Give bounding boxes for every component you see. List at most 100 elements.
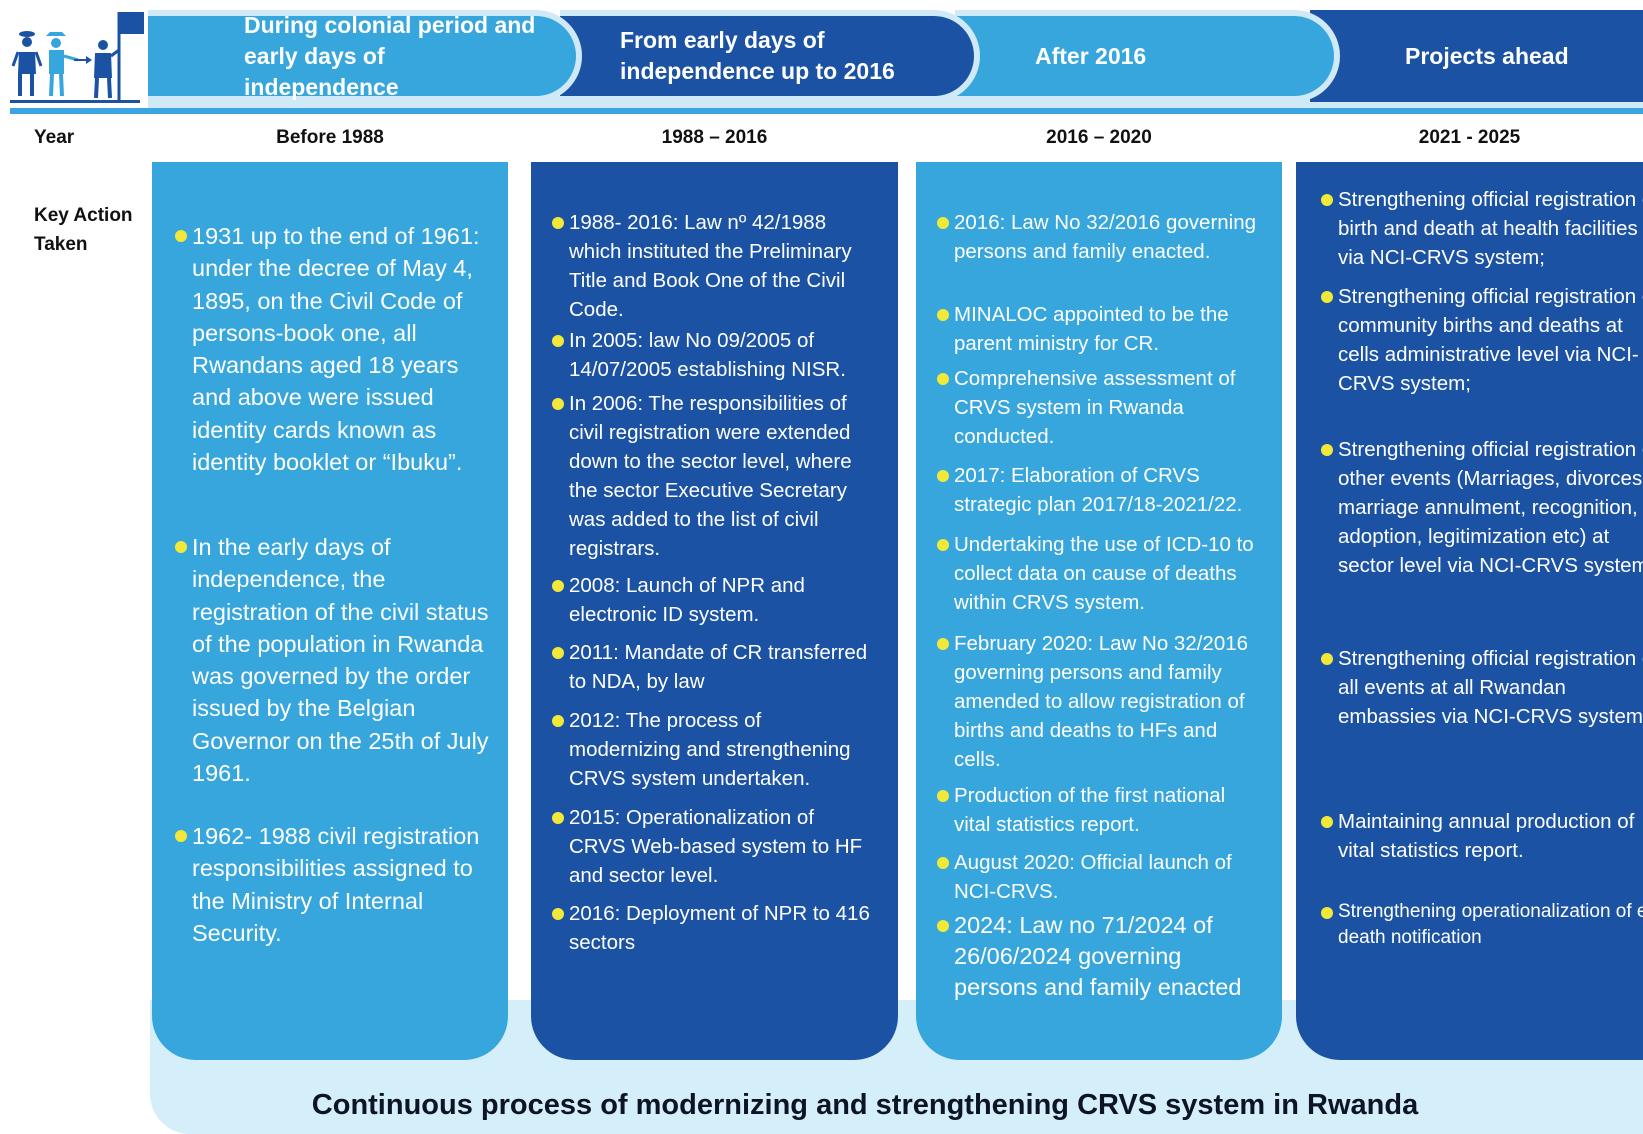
year-bar bbox=[531, 162, 898, 171]
list-item: 2012: The process of modernizing and str… bbox=[535, 706, 875, 793]
year-bar bbox=[152, 162, 508, 171]
bullet-icon bbox=[552, 335, 564, 347]
bullet-icon bbox=[1321, 816, 1333, 828]
bullet-icon bbox=[552, 580, 564, 592]
bullet-icon bbox=[937, 470, 949, 482]
phase-after-2016: After 2016 bbox=[955, 10, 1340, 102]
bullet-icon bbox=[937, 920, 949, 932]
phase-independence: From early days of independence up to 20… bbox=[560, 10, 980, 102]
item-text: In 2005: law No 09/2005 of 14/07/2005 es… bbox=[569, 329, 846, 381]
bullet-icon bbox=[937, 790, 949, 802]
list-item: Comprehensive assessment of CRVS system … bbox=[920, 364, 1260, 451]
bullet-icon bbox=[552, 217, 564, 229]
bullet-icon bbox=[1321, 291, 1333, 303]
phase-label: After 2016 bbox=[1035, 42, 1147, 69]
item-text: 2016: Law No 32/2016 governing persons a… bbox=[954, 211, 1257, 263]
list-item: August 2020: Official launch of NCI-CRVS… bbox=[920, 848, 1260, 906]
item-text: 2008: Launch of NPR and electronic ID sy… bbox=[569, 574, 805, 626]
list-item: Strengthening official registration of a… bbox=[1304, 644, 1643, 731]
list-item: Production of the first national vital s… bbox=[920, 781, 1260, 839]
phase-colonial: During colonial period and early days of… bbox=[148, 10, 582, 102]
footer-caption: Continuous process of modernizing and st… bbox=[311, 1089, 1419, 1121]
bullet-icon bbox=[937, 857, 949, 869]
year-bar bbox=[1296, 162, 1643, 171]
baseline-divider bbox=[10, 108, 1643, 114]
item-text: 1962- 1988 civil registration responsibi… bbox=[192, 823, 480, 946]
item-text: Strengthening official registration of b… bbox=[1338, 188, 1643, 269]
year-row-label: Year bbox=[34, 127, 75, 148]
bullet-icon bbox=[552, 715, 564, 727]
item-text: Strengthening operationalization of e-de… bbox=[1338, 901, 1643, 948]
column-before-1988: 1931 up to the end of 1961: under the de… bbox=[152, 170, 508, 1060]
item-text: 1931 up to the end of 1961: under the de… bbox=[192, 223, 480, 476]
item-text: August 2020: Official launch of NCI-CRVS… bbox=[954, 851, 1232, 903]
list-item: Undertaking the use of ICD-10 to collect… bbox=[920, 530, 1260, 617]
item-text: 2024: Law no 71/2024 of 26/06/2024 gover… bbox=[954, 912, 1242, 1000]
people-with-flag-icon bbox=[8, 8, 150, 108]
bullet-icon bbox=[1321, 653, 1333, 665]
bullet-icon bbox=[937, 217, 949, 229]
year-bar bbox=[916, 162, 1282, 171]
bullet-icon bbox=[175, 541, 187, 553]
list-item: Maintaining annual production of vital s… bbox=[1304, 807, 1643, 865]
phase-projects-ahead: Projects ahead bbox=[1310, 10, 1643, 102]
item-text: 2011: Mandate of CR transferred to NDA, … bbox=[569, 641, 868, 693]
bullet-icon bbox=[1321, 907, 1333, 919]
list-item: 2011: Mandate of CR transferred to NDA, … bbox=[535, 638, 875, 696]
item-text: 2012: The process of modernizing and str… bbox=[569, 709, 851, 790]
item-text: In the early days of independence, the r… bbox=[192, 534, 489, 787]
phase-label: From early days of independence up to 20… bbox=[620, 27, 895, 84]
item-text: 2017: Elaboration of CRVS strategic plan… bbox=[954, 464, 1243, 516]
column-2016-2020: 2016: Law No 32/2016 governing persons a… bbox=[916, 170, 1282, 1060]
year-header: 2016 – 2020 bbox=[1046, 127, 1152, 148]
item-text: 2016: Deployment of NPR to 416 sectors bbox=[569, 902, 870, 954]
list-item: In 2006: The responsibilities of civil r… bbox=[535, 389, 875, 563]
item-text: Comprehensive assessment of CRVS system … bbox=[954, 367, 1236, 448]
year-header: 2021 - 2025 bbox=[1418, 127, 1521, 148]
list-item: February 2020: Law No 32/2016 governing … bbox=[920, 629, 1260, 774]
bullet-icon bbox=[552, 398, 564, 410]
bullet-icon bbox=[937, 539, 949, 551]
item-text: Production of the first national vital s… bbox=[954, 784, 1226, 836]
phase-label: During colonial period and early days of… bbox=[244, 11, 536, 100]
list-item: 2015: Operationalization of CRVS Web-bas… bbox=[535, 803, 875, 890]
list-item: 2016: Law No 32/2016 governing persons a… bbox=[920, 208, 1260, 266]
year-header: Before 1988 bbox=[276, 127, 384, 148]
list-item: In 2005: law No 09/2005 of 14/07/2005 es… bbox=[535, 326, 875, 384]
key-action-row-label: Key Action Taken bbox=[34, 205, 133, 255]
item-text: Undertaking the use of ICD-10 to collect… bbox=[954, 533, 1254, 614]
bullet-icon bbox=[175, 830, 187, 842]
item-text: Strengthening official registration of c… bbox=[1338, 285, 1643, 395]
list-item: 1962- 1988 civil registration responsibi… bbox=[158, 820, 498, 949]
item-text: 1988- 2016: Law nº 42/1988 which institu… bbox=[569, 211, 852, 321]
list-item: 2016: Deployment of NPR to 416 sectors bbox=[535, 899, 875, 957]
item-text: 2015: Operationalization of CRVS Web-bas… bbox=[569, 806, 863, 887]
item-text: Strengthening official registration of o… bbox=[1338, 438, 1643, 577]
bullet-icon bbox=[552, 908, 564, 920]
column-2021-2025: Strengthening official registration of b… bbox=[1296, 170, 1643, 1060]
bullet-icon bbox=[937, 638, 949, 650]
bullet-icon bbox=[937, 373, 949, 385]
list-item: 2017: Elaboration of CRVS strategic plan… bbox=[920, 461, 1260, 519]
bullet-icon bbox=[1321, 444, 1333, 456]
column-1988-2016: 1988- 2016: Law nº 42/1988 which institu… bbox=[531, 170, 898, 1060]
item-text: Strengthening official registration of a… bbox=[1338, 647, 1643, 728]
list-item: 1931 up to the end of 1961: under the de… bbox=[158, 220, 498, 478]
bullet-icon bbox=[1321, 194, 1333, 206]
list-item: 2024: Law no 71/2024 of 26/06/2024 gover… bbox=[920, 910, 1260, 1003]
list-item: Strengthening official registration of c… bbox=[1304, 282, 1643, 398]
bullet-icon bbox=[552, 647, 564, 659]
year-header: 1988 – 2016 bbox=[661, 127, 768, 148]
list-item: Strengthening official registration of b… bbox=[1304, 185, 1643, 272]
list-item: Strengthening official registration of o… bbox=[1304, 435, 1643, 580]
item-text: Maintaining annual production of vital s… bbox=[1338, 810, 1635, 862]
item-text: MINALOC appointed to be the parent minis… bbox=[954, 303, 1229, 355]
list-item: Strengthening operationalization of e-de… bbox=[1304, 899, 1643, 951]
phase-label: Projects ahead bbox=[1405, 42, 1569, 69]
list-item: 1988- 2016: Law nº 42/1988 which institu… bbox=[535, 208, 875, 324]
list-item: 2008: Launch of NPR and electronic ID sy… bbox=[535, 571, 875, 629]
item-text: February 2020: Law No 32/2016 governing … bbox=[954, 632, 1249, 771]
item-text: In 2006: The responsibilities of civil r… bbox=[569, 392, 852, 560]
list-item: MINALOC appointed to be the parent minis… bbox=[920, 300, 1260, 358]
list-item: In the early days of independence, the r… bbox=[158, 531, 498, 789]
